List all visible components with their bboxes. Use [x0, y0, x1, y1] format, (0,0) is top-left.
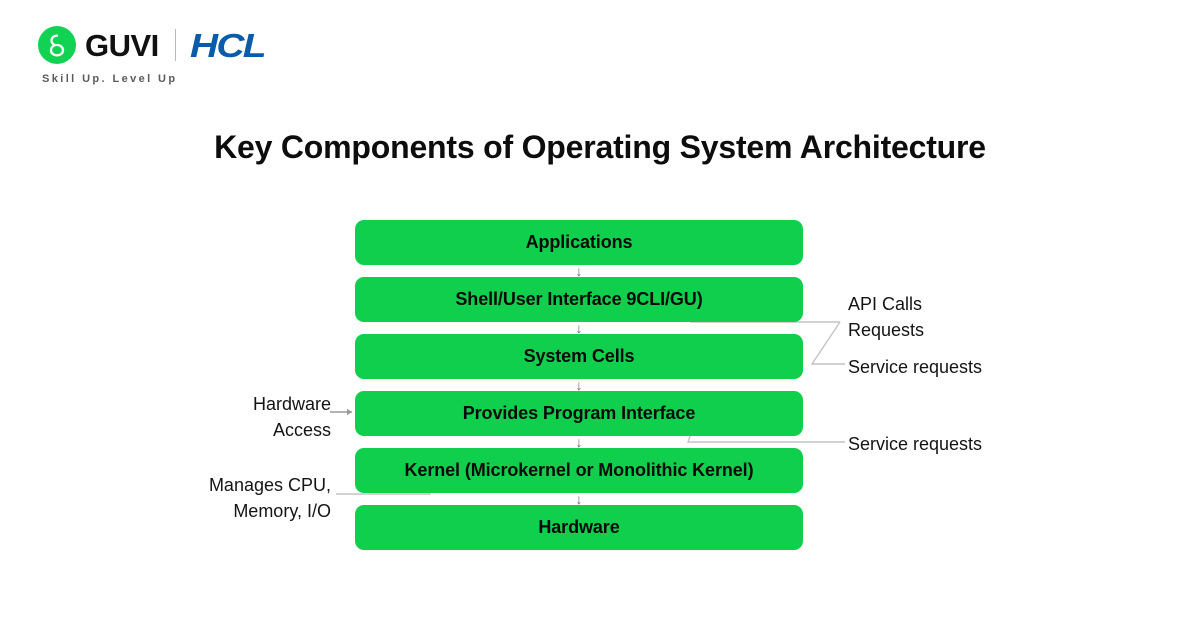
annotation-manages-cpu: Manages CPU, Memory, I/O	[208, 475, 331, 522]
annotation-service-requests-2: Service requests	[848, 434, 983, 454]
os-layer-stack: Applications ↓ Shell/User Interface 9CLI…	[355, 220, 803, 550]
layer-hardware[interactable]: Hardware	[355, 505, 803, 550]
flow-arrow-4: ↓	[355, 434, 803, 450]
brand-row: GUVI HCL	[38, 24, 266, 66]
flow-arrow-5: ↓	[355, 491, 803, 507]
layer-box-label: Hardware	[355, 505, 803, 550]
page-title: Key Components of Operating System Archi…	[214, 129, 986, 165]
arrow-down-icon: ↓	[575, 491, 583, 507]
annotation-api-calls: API Calls Requests	[848, 294, 925, 341]
layer-system-cells[interactable]: System Cells	[355, 334, 803, 379]
hcl-wordmark: HCL	[189, 26, 267, 64]
layer-box-label: Provides Program Interface	[355, 391, 803, 436]
annotation-hardware-access: Hardware Access	[252, 394, 331, 441]
arrow-down-icon: ↓	[575, 434, 583, 450]
flow-arrow-3: ↓	[355, 377, 803, 393]
layer-kernel[interactable]: Kernel (Microkernel or Monolithic Kernel…	[355, 448, 803, 493]
guvi-wordmark: GUVI	[85, 27, 159, 63]
flow-arrow-2: ↓	[355, 320, 803, 336]
arrow-down-icon: ↓	[575, 263, 583, 279]
arrow-down-icon: ↓	[575, 377, 583, 393]
guvi-g-mark-icon	[38, 26, 76, 64]
brand-logo-group: GUVI HCL Skill Up. Level Up	[38, 24, 266, 85]
arrow-down-icon: ↓	[575, 320, 583, 336]
annotation-service-requests-1: Service requests	[848, 357, 983, 377]
layer-box-label: Kernel (Microkernel or Monolithic Kernel…	[355, 448, 803, 493]
layer-box-label: Shell/User Interface 9CLI/GU)	[355, 277, 803, 322]
flow-arrow-1: ↓	[355, 263, 803, 279]
layer-provides-program-interface[interactable]: Provides Program Interface	[355, 391, 803, 436]
brand-tagline: Skill Up. Level Up	[42, 73, 178, 85]
layer-shell-user-interface[interactable]: Shell/User Interface 9CLI/GU)	[355, 277, 803, 322]
brand-divider	[174, 29, 176, 61]
layer-box-label: System Cells	[355, 334, 803, 379]
layer-applications[interactable]: Applications	[355, 220, 803, 265]
layer-box-label: Applications	[355, 220, 803, 265]
